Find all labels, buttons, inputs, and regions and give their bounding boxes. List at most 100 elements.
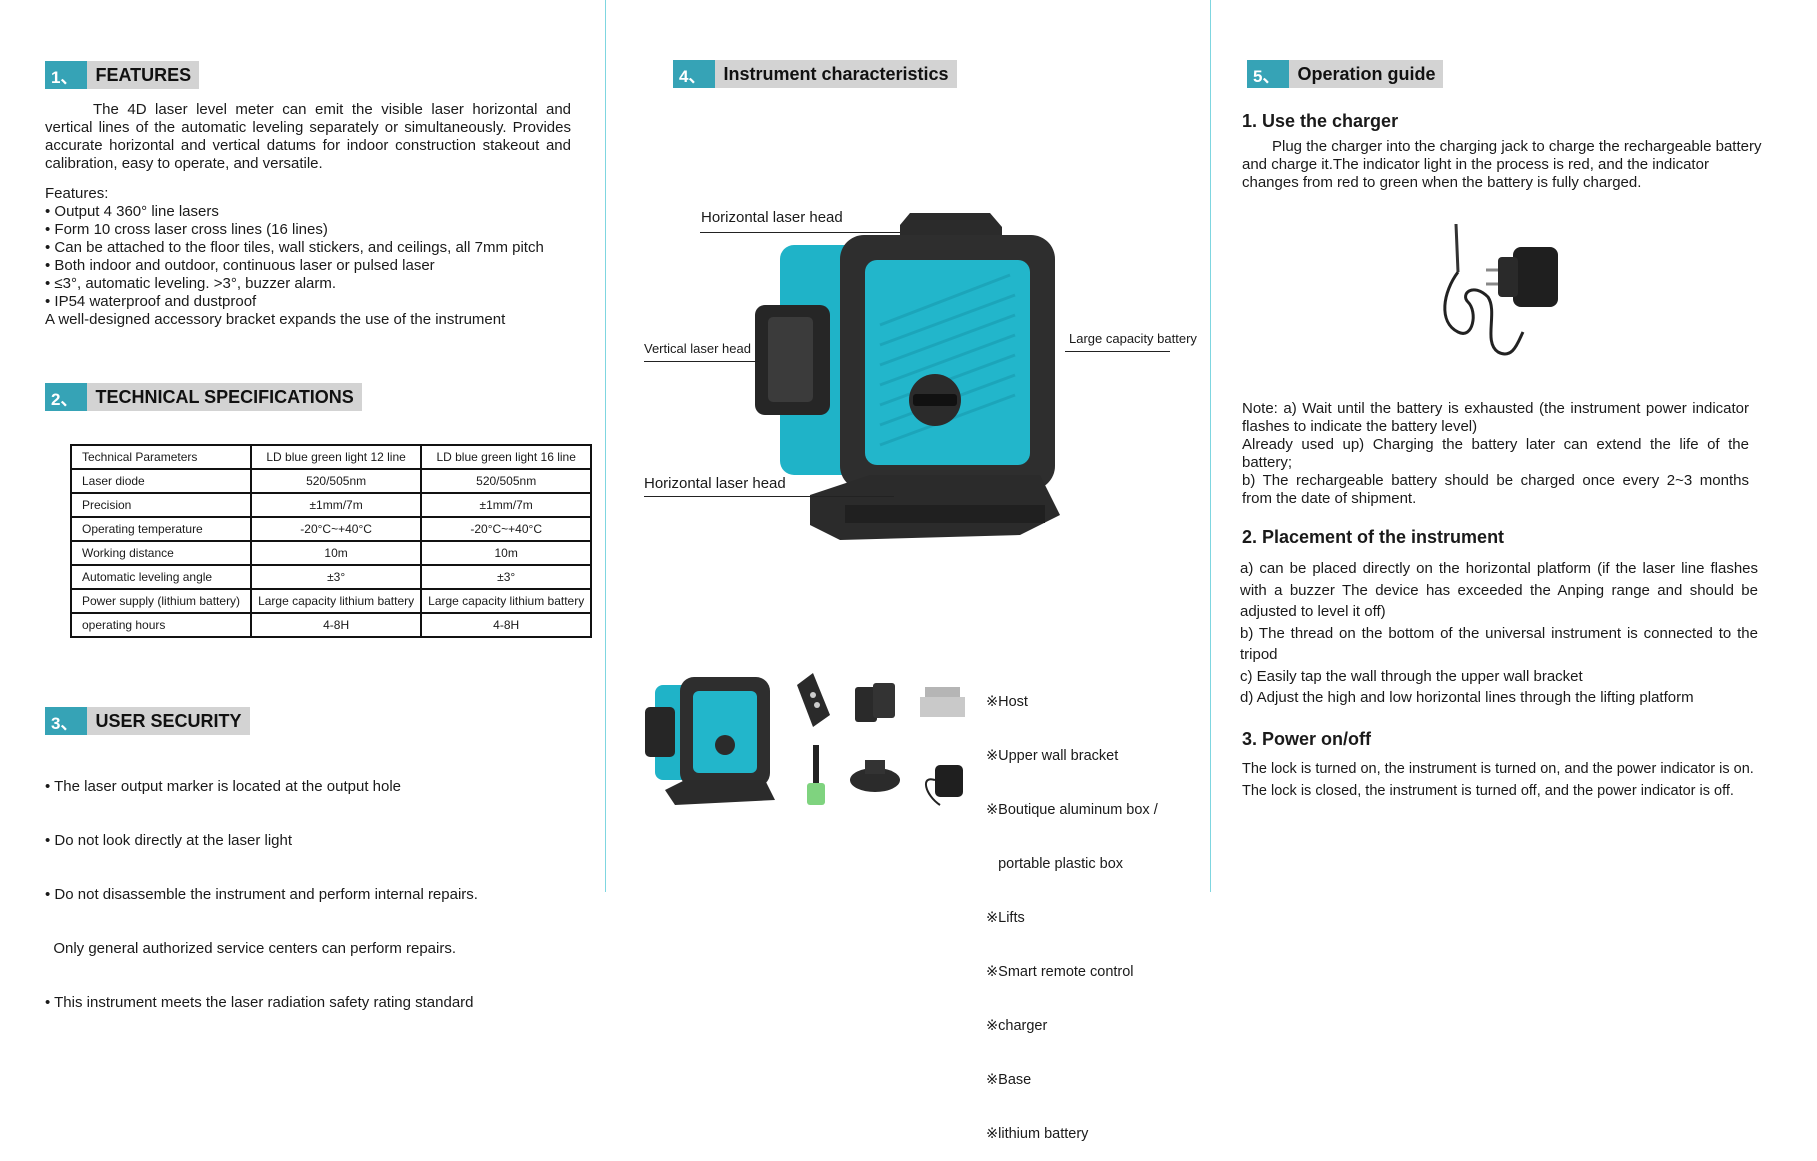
section-title: Instrument characteristics — [715, 60, 957, 88]
table-row: Laser diode 520/505nm 520/505nm — [69, 468, 593, 494]
table-header-cell: LD blue green light 16 line — [420, 444, 593, 470]
table-row: Power supply (lithium battery) Large cap… — [69, 588, 593, 614]
section-number: 1、 — [45, 61, 88, 89]
power-line: The lock is closed, the instrument is tu… — [1242, 783, 1734, 799]
section-title: FEATURES — [87, 61, 200, 89]
package-contents-image — [645, 673, 965, 806]
spec-table: Technical Parameters LD blue green light… — [69, 444, 593, 638]
heading-placement: 2. Placement of the instrument — [1242, 527, 1505, 547]
features-closing: A well-designed accessory bracket expand… — [45, 311, 506, 328]
callout-line — [644, 361, 759, 362]
list-item: • Both indoor and outdoor, continuous la… — [45, 257, 435, 274]
table-cell: Automatic leveling angle — [69, 564, 253, 590]
table-cell: 4-8H — [250, 612, 423, 638]
list-item: • Can be attached to the floor tiles, wa… — [45, 239, 544, 256]
list-item: • Do not disassemble the instrument and … — [45, 886, 478, 903]
note-line: Already used up) Charging the battery la… — [1242, 436, 1749, 471]
placement-line: d) Adjust the high and low horizontal li… — [1240, 689, 1694, 706]
table-cell: Power supply (lithium battery) — [69, 588, 253, 614]
placement-block: a) can be placed directly on the horizon… — [1240, 558, 1758, 709]
heading-use-charger: 1. Use the charger — [1242, 111, 1399, 131]
table-row: operating hours 4-8H 4-8H — [69, 612, 593, 638]
table-cell: 10m — [250, 540, 423, 566]
table-cell: Working distance — [69, 540, 253, 566]
list-item: • Do not look directly at the laser ligh… — [45, 832, 293, 849]
table-header-row: Technical Parameters LD blue green light… — [69, 444, 593, 470]
security-list: • The laser output marker is located at … — [45, 742, 605, 1030]
callout-line — [1065, 351, 1170, 352]
section-number: 5、 — [1247, 60, 1290, 88]
note-line: b) The rechargeable battery should be ch… — [1242, 472, 1749, 507]
table-cell: Large capacity lithium battery — [420, 588, 593, 614]
table-header-cell: LD blue green light 12 line — [250, 444, 423, 470]
list-item: ※Host — [986, 694, 1028, 710]
section-title: USER SECURITY — [87, 707, 250, 735]
callout-line — [700, 232, 900, 233]
list-item: • This instrument meets the laser radiat… — [45, 994, 474, 1011]
charger-text: Plug the charger into the charging jack … — [1242, 138, 1762, 191]
label-vertical-head: Vertical laser head — [644, 341, 751, 356]
note-block: Note: a) Wait until the battery is exhau… — [1242, 400, 1749, 508]
list-item: ※Lifts — [986, 910, 1025, 926]
table-row: Operating temperature -20°C~+40°C -20°C~… — [69, 516, 593, 542]
section-title: TECHNICAL SPECIFICATIONS — [87, 383, 362, 411]
section-number: 3、 — [45, 707, 88, 735]
power-block: The lock is turned on, the instrument is… — [1242, 758, 1812, 802]
section-header-operation: 5、 Operation guide — [1247, 60, 1444, 88]
section-header-specs: 2、 TECHNICAL SPECIFICATIONS — [45, 383, 362, 411]
fold-line-right — [1210, 0, 1211, 892]
label-top-horizontal-head: Horizontal laser head — [701, 209, 843, 226]
table-cell: -20°C~+40°C — [420, 516, 593, 542]
note-line: Note: a) Wait until the battery is exhau… — [1242, 400, 1749, 435]
placement-line: c) Easily tap the wall through the upper… — [1240, 667, 1583, 685]
table-cell: 520/505nm — [250, 468, 423, 494]
features-list: • Output 4 360° line lasers • Form 10 cr… — [45, 203, 605, 311]
table-cell: 4-8H — [420, 612, 593, 638]
table-row: Automatic leveling angle ±3° ±3° — [69, 564, 593, 590]
package-list: ※Host ※Upper wall bracket ※Boutique alum… — [986, 657, 1158, 1161]
label-battery: Large capacity battery — [1069, 331, 1197, 346]
list-item: ※Base — [986, 1072, 1032, 1088]
section-header-characteristics: 4、 Instrument characteristics — [673, 60, 957, 88]
table-cell: -20°C~+40°C — [250, 516, 423, 542]
table-row: Precision ±1mm/7m ±1mm/7m — [69, 492, 593, 518]
table-cell: operating hours — [69, 612, 253, 638]
callout-line — [644, 496, 894, 497]
features-list-title: Features: — [45, 185, 109, 202]
placement-line: b) The thread on the bottom of the unive… — [1240, 624, 1758, 664]
section-number: 2、 — [45, 383, 88, 411]
table-cell: ±3° — [250, 564, 423, 590]
list-item: • Output 4 360° line lasers — [45, 203, 219, 220]
heading-power: 3. Power on/off — [1242, 729, 1372, 749]
table-header-cell: Technical Parameters — [69, 444, 253, 470]
section-number: 4、 — [673, 60, 716, 88]
list-item: ※Boutique aluminum box / — [986, 802, 1158, 818]
table-row: Working distance 10m 10m — [69, 540, 593, 566]
table-cell: Laser diode — [69, 468, 253, 494]
placement-line: a) can be placed directly on the horizon… — [1240, 560, 1758, 620]
table-cell: 520/505nm — [420, 468, 593, 494]
list-item: ※Upper wall bracket — [986, 748, 1119, 764]
list-item: Only general authorized service centers … — [45, 940, 457, 957]
list-item: • ≤3°, automatic leveling. >3°, buzzer a… — [45, 275, 337, 292]
section-header-security: 3、 USER SECURITY — [45, 707, 250, 735]
table-cell: 10m — [420, 540, 593, 566]
section-header-features: 1、 FEATURES — [45, 61, 200, 89]
charger-image — [1443, 223, 1558, 356]
label-bottom-horizontal-head: Horizontal laser head — [644, 475, 786, 492]
table-cell: Large capacity lithium battery — [250, 588, 423, 614]
list-item: portable plastic box — [986, 856, 1124, 872]
section-title: Operation guide — [1289, 60, 1444, 88]
table-cell: ±3° — [420, 564, 593, 590]
table-cell: Operating temperature — [69, 516, 253, 542]
features-intro: The 4D laser level meter can emit the vi… — [45, 101, 571, 172]
laser-level-device-image — [755, 213, 1060, 540]
list-item: • The laser output marker is located at … — [45, 778, 402, 795]
table-cell: ±1mm/7m — [250, 492, 423, 518]
list-item: ※lithium battery — [986, 1126, 1089, 1142]
list-item: ※charger — [986, 1018, 1048, 1034]
features-list-block: Features: • Output 4 360° line lasers • … — [45, 185, 605, 329]
power-line: The lock is turned on, the instrument is… — [1242, 761, 1754, 777]
list-item: • Form 10 cross laser cross lines (16 li… — [45, 221, 328, 238]
table-cell: Precision — [69, 492, 253, 518]
